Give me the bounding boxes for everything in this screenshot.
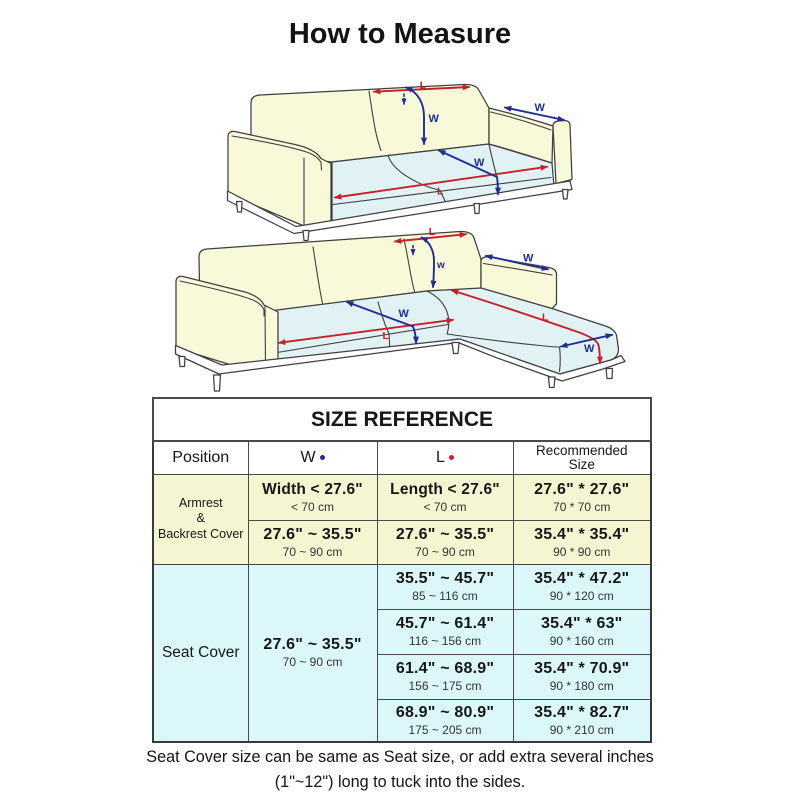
svg-text:W: W [399, 308, 410, 320]
svg-text:W: W [429, 113, 440, 125]
svg-text:W: W [474, 157, 485, 169]
svg-text:W: W [523, 253, 534, 265]
svg-text:W: W [584, 343, 595, 355]
svg-text:L: L [437, 186, 444, 198]
svg-text:L: L [383, 330, 390, 342]
svg-text:L: L [542, 312, 549, 324]
svg-text:L: L [429, 226, 436, 238]
svg-text:L: L [420, 80, 427, 92]
svg-text:w: w [436, 260, 445, 271]
svg-text:W: W [535, 102, 546, 114]
